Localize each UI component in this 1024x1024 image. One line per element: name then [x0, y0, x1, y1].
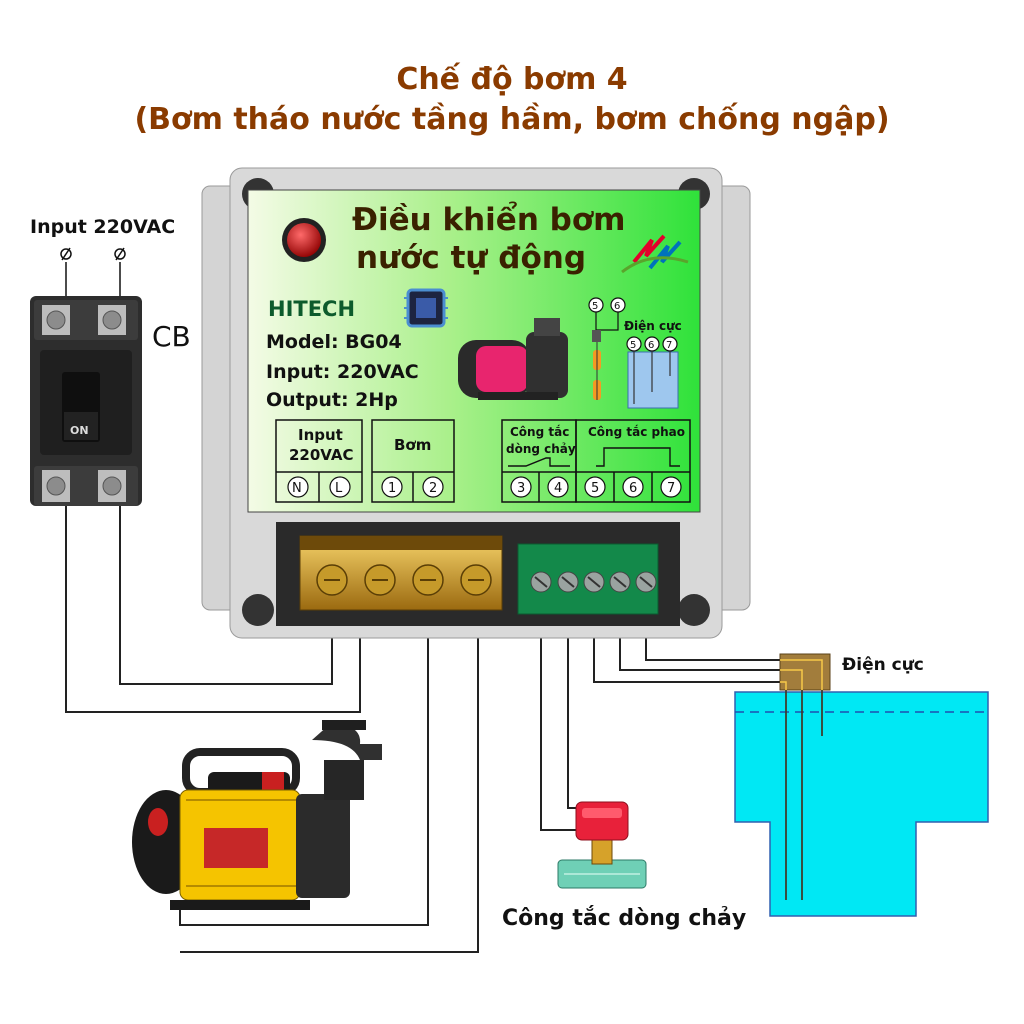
electrode-label: Điện cực: [842, 655, 924, 675]
float-contact-symbol: [596, 447, 680, 467]
inset-top-terminal-5: 5: [592, 301, 598, 312]
flow-group-label-1: Công tắc: [510, 425, 569, 439]
inset-bottom-terminal-7: 7: [666, 340, 672, 351]
model-text: Model: BG04: [266, 331, 402, 353]
wire-flow-1: [540, 608, 582, 831]
terminal-1: 1: [388, 481, 396, 496]
controller-panel: Điều khiển bơm nước tự động HITECH Model…: [247, 189, 701, 513]
brand-logo-icon: [621, 234, 689, 274]
wire-breaker-left: [65, 505, 361, 713]
electrode-probe: [779, 653, 831, 900]
output-spec-text: Output: 2Hp: [266, 389, 398, 411]
inset-bottom-terminal-6: 6: [648, 340, 654, 351]
power-terminal-block: [299, 535, 503, 611]
input-group-label-2: 220VAC: [289, 446, 354, 464]
brand-name: HITECH: [268, 297, 355, 321]
power-input-terminals: [60, 247, 126, 296]
water-pump: [132, 720, 382, 910]
signal-terminal-block: [517, 543, 659, 615]
terminal-3: 3: [517, 481, 525, 496]
panel-pump-image: [458, 318, 568, 400]
wire-breaker-right: [119, 505, 333, 685]
terminal-label-input: Input 220VAC N L: [275, 419, 363, 503]
pump-group-label: Bơm: [394, 436, 431, 454]
controller-heading-line1: Điều khiển bơm: [352, 202, 625, 238]
breaker-label: CB: [152, 320, 191, 353]
page-title: Chế độ bơm 4: [396, 62, 628, 97]
flow-group-label-2: dòng chảy: [506, 442, 576, 456]
controller-heading-line2: nước tự động: [356, 240, 586, 276]
flow-switch-label: Công tắc dòng chảy: [502, 905, 746, 931]
status-led: [287, 223, 321, 257]
page-subtitle: (Bơm tháo nước tầng hầm, bơm chống ngập): [134, 102, 890, 137]
terminal-5: 5: [591, 481, 599, 496]
terminal-l: L: [335, 481, 343, 496]
circuit-breaker: ON: [30, 296, 142, 506]
terminal-label-float-switch: Công tắc phao 5 6 7: [575, 419, 691, 503]
chip-icon: [404, 288, 448, 328]
wire-pump-1: [179, 620, 429, 926]
inset-bottom-terminal-5: 5: [630, 340, 636, 351]
wires: [65, 505, 780, 953]
input-spec-text: Input: 220VAC: [266, 361, 419, 383]
input-group-label-1: Input: [298, 426, 343, 444]
inset-top-terminal-6: 6: [614, 301, 620, 312]
water-tank: [734, 691, 989, 917]
terminal-label-flow-switch: Công tắc dòng chảy 3 4: [501, 419, 577, 503]
electrode-inset: 5 6 Điện cực 5 6 7: [588, 297, 682, 409]
terminal-label-pump: Bơm 1 2: [371, 419, 455, 503]
power-input-label: Input 220VAC: [30, 216, 175, 238]
wire-pump-2: [180, 620, 479, 953]
flow-switch-device: [557, 801, 647, 889]
terminal-2: 2: [429, 481, 437, 496]
terminal-6: 6: [629, 481, 637, 496]
terminal-n: N: [292, 481, 302, 496]
terminal-7: 7: [667, 481, 675, 496]
float-group-label: Công tắc phao: [588, 425, 685, 439]
flow-contact-symbol: [508, 457, 570, 467]
breaker-switch-text: ON: [70, 424, 89, 437]
inset-electrode-label: Điện cực: [624, 319, 682, 333]
terminal-4: 4: [554, 481, 562, 496]
